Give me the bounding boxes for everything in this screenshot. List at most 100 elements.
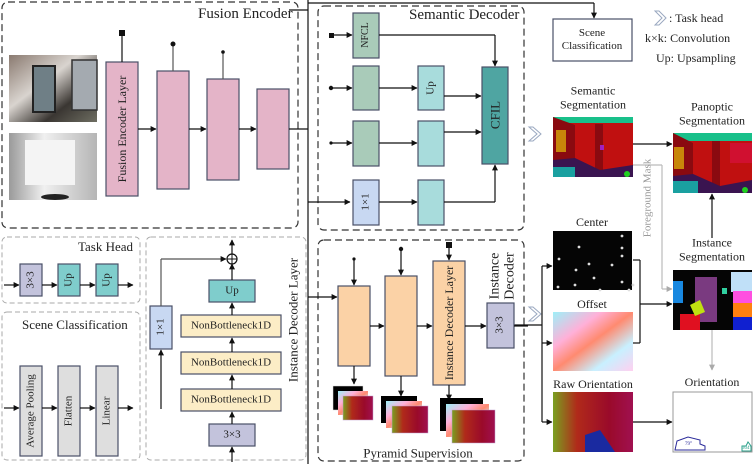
panoptic-segmentation-label: Panoptic Segmentation [679,99,745,128]
scene-classification-title: Scene Classification [22,317,128,332]
center-keypoint [598,288,602,292]
instance-decoder-layer-title: Instance Decoder Layer [285,257,301,383]
semantic-up-label: Up [424,81,437,95]
pyramid-supervision-label: Pyramid Supervision [363,445,473,461]
semantic-decoder-frame [317,5,525,231]
instance-block-2 [384,275,418,377]
center-keypoint [556,285,560,289]
center-keypoint [620,280,624,284]
idl-nb-block-3 [180,388,282,412]
average-pooling-label: Average Pooling [24,374,37,448]
up-block-semantic [417,65,445,111]
center-heatmap-image [553,231,632,290]
idl-conv3x3-label: 3×3 [223,428,241,441]
instance-decoder-layer-label: Instance Decoder Layer [442,265,456,381]
scene-classification-output-label: Scene Classification [561,26,623,52]
center-keypoint [620,246,624,250]
center-keypoint [592,276,596,280]
idl-up-label: Up [225,284,239,297]
instance-segmentation-image [673,270,752,330]
skip-square-marker [119,30,125,36]
encoder-block-2 [156,70,190,190]
center-keypoint [574,268,578,272]
semantic-cyan-block-3 [417,120,445,167]
orientation-label: Orientation [684,375,740,389]
legend-task-head: : Task head [669,11,724,25]
flatten-block [57,365,81,457]
offset-image [553,312,633,371]
instance-segmentation-label: Instance Segmentation [679,235,745,264]
nfcl-block [352,12,380,59]
pyramid-thumbnails-1 [332,385,374,421]
encoder-block-1 [105,61,139,197]
orientation-box-304 [741,441,752,452]
pyramid-thumbnails-2 [381,396,429,434]
instance-decoder-layer-frame [145,236,307,461]
idl-nb-label-3: NonBottleneck1D [190,393,272,406]
semantic-cyan-block-4 [417,179,445,226]
semantic-square-input [329,33,334,38]
task-head-block-label-1: 3×3 [24,271,37,289]
fusion-encoder-layer-label: Fusion Encoder Layer [115,75,129,183]
offset-label: Offset [577,297,607,311]
legend-upsampling: Up: Upsampling [656,51,736,65]
flatten-label: Flatten [62,395,75,427]
orientation-output-image [672,391,753,453]
legend-convolution: k×k: Convolution [645,31,731,45]
idl-nb-block-1 [180,314,282,338]
center-keypoint [573,283,577,287]
task-head-frame [1,236,141,304]
pyramid-thumbnails-3 [440,398,496,444]
task-head-up-2 [95,263,119,297]
orientation-value-79: 79° [685,442,692,447]
panoptic-segmentation-image [673,133,752,193]
center-keypoint [620,254,624,258]
rgb-window [32,65,56,113]
idl-nb-label-2: NonBottleneck1D [190,356,272,369]
task-head-icon-instance [527,306,542,322]
encoder-block-4 [256,88,290,170]
linear-label: Linear [100,396,113,426]
foreground-mask-label: Foreground Mask [641,158,654,238]
cfil-block [481,66,509,165]
instance-conv3x3-label: 3×3 [493,316,506,334]
cfil-label: CFIL [487,100,503,130]
orientation-value-304: 304° [742,446,752,451]
conv1x1-block [352,179,380,226]
semantic-conv1x1-label: 1×1 [359,193,372,211]
instance-decoder-title-line1: Instance Decoder [487,252,518,300]
idl-shortcut-label: 1×1 [154,318,167,336]
center-keypoint [631,283,635,287]
center-keypoint [627,288,631,292]
task-head-block-label-3: Up [100,273,113,287]
center-keypoint [557,257,561,261]
rgb-window-right [71,59,98,111]
idl-nb-label-1: NonBottleneck1D [190,319,272,332]
center-keypoint [610,263,614,267]
fusion-encoder-frame [1,1,299,229]
encoder-block-3 [206,78,240,181]
task-head-legend-icon [653,10,667,26]
linear-block [95,365,119,457]
task-head-title: Task Head [78,239,134,254]
semantic-decoder-title: Semantic Decoder [409,7,520,23]
semantic-segmentation-image [553,117,633,177]
center-keypoint [587,262,591,266]
task-head-up-1 [57,263,81,297]
fusion-encoder-title: Fusion Encoder [198,6,293,22]
center-keypoint [577,245,581,249]
average-pooling-block [19,365,43,457]
task-head-conv3x3 [19,263,43,297]
instance-block-1 [337,285,371,367]
raw-orientation-label: Raw Orientation [553,377,633,391]
center-keypoint [620,234,624,238]
semantic-green-block-3 [352,120,380,167]
task-head-icon-semantic [527,126,542,142]
instance-conv3x3-block [486,302,515,349]
nfcl-label: NFCL [360,22,371,48]
semantic-segmentation-label: Semantic Segmentation [560,83,626,112]
center-label: Center [576,215,608,229]
skip-dot-marker-large [170,41,176,47]
raw-orientation-image [553,392,633,452]
